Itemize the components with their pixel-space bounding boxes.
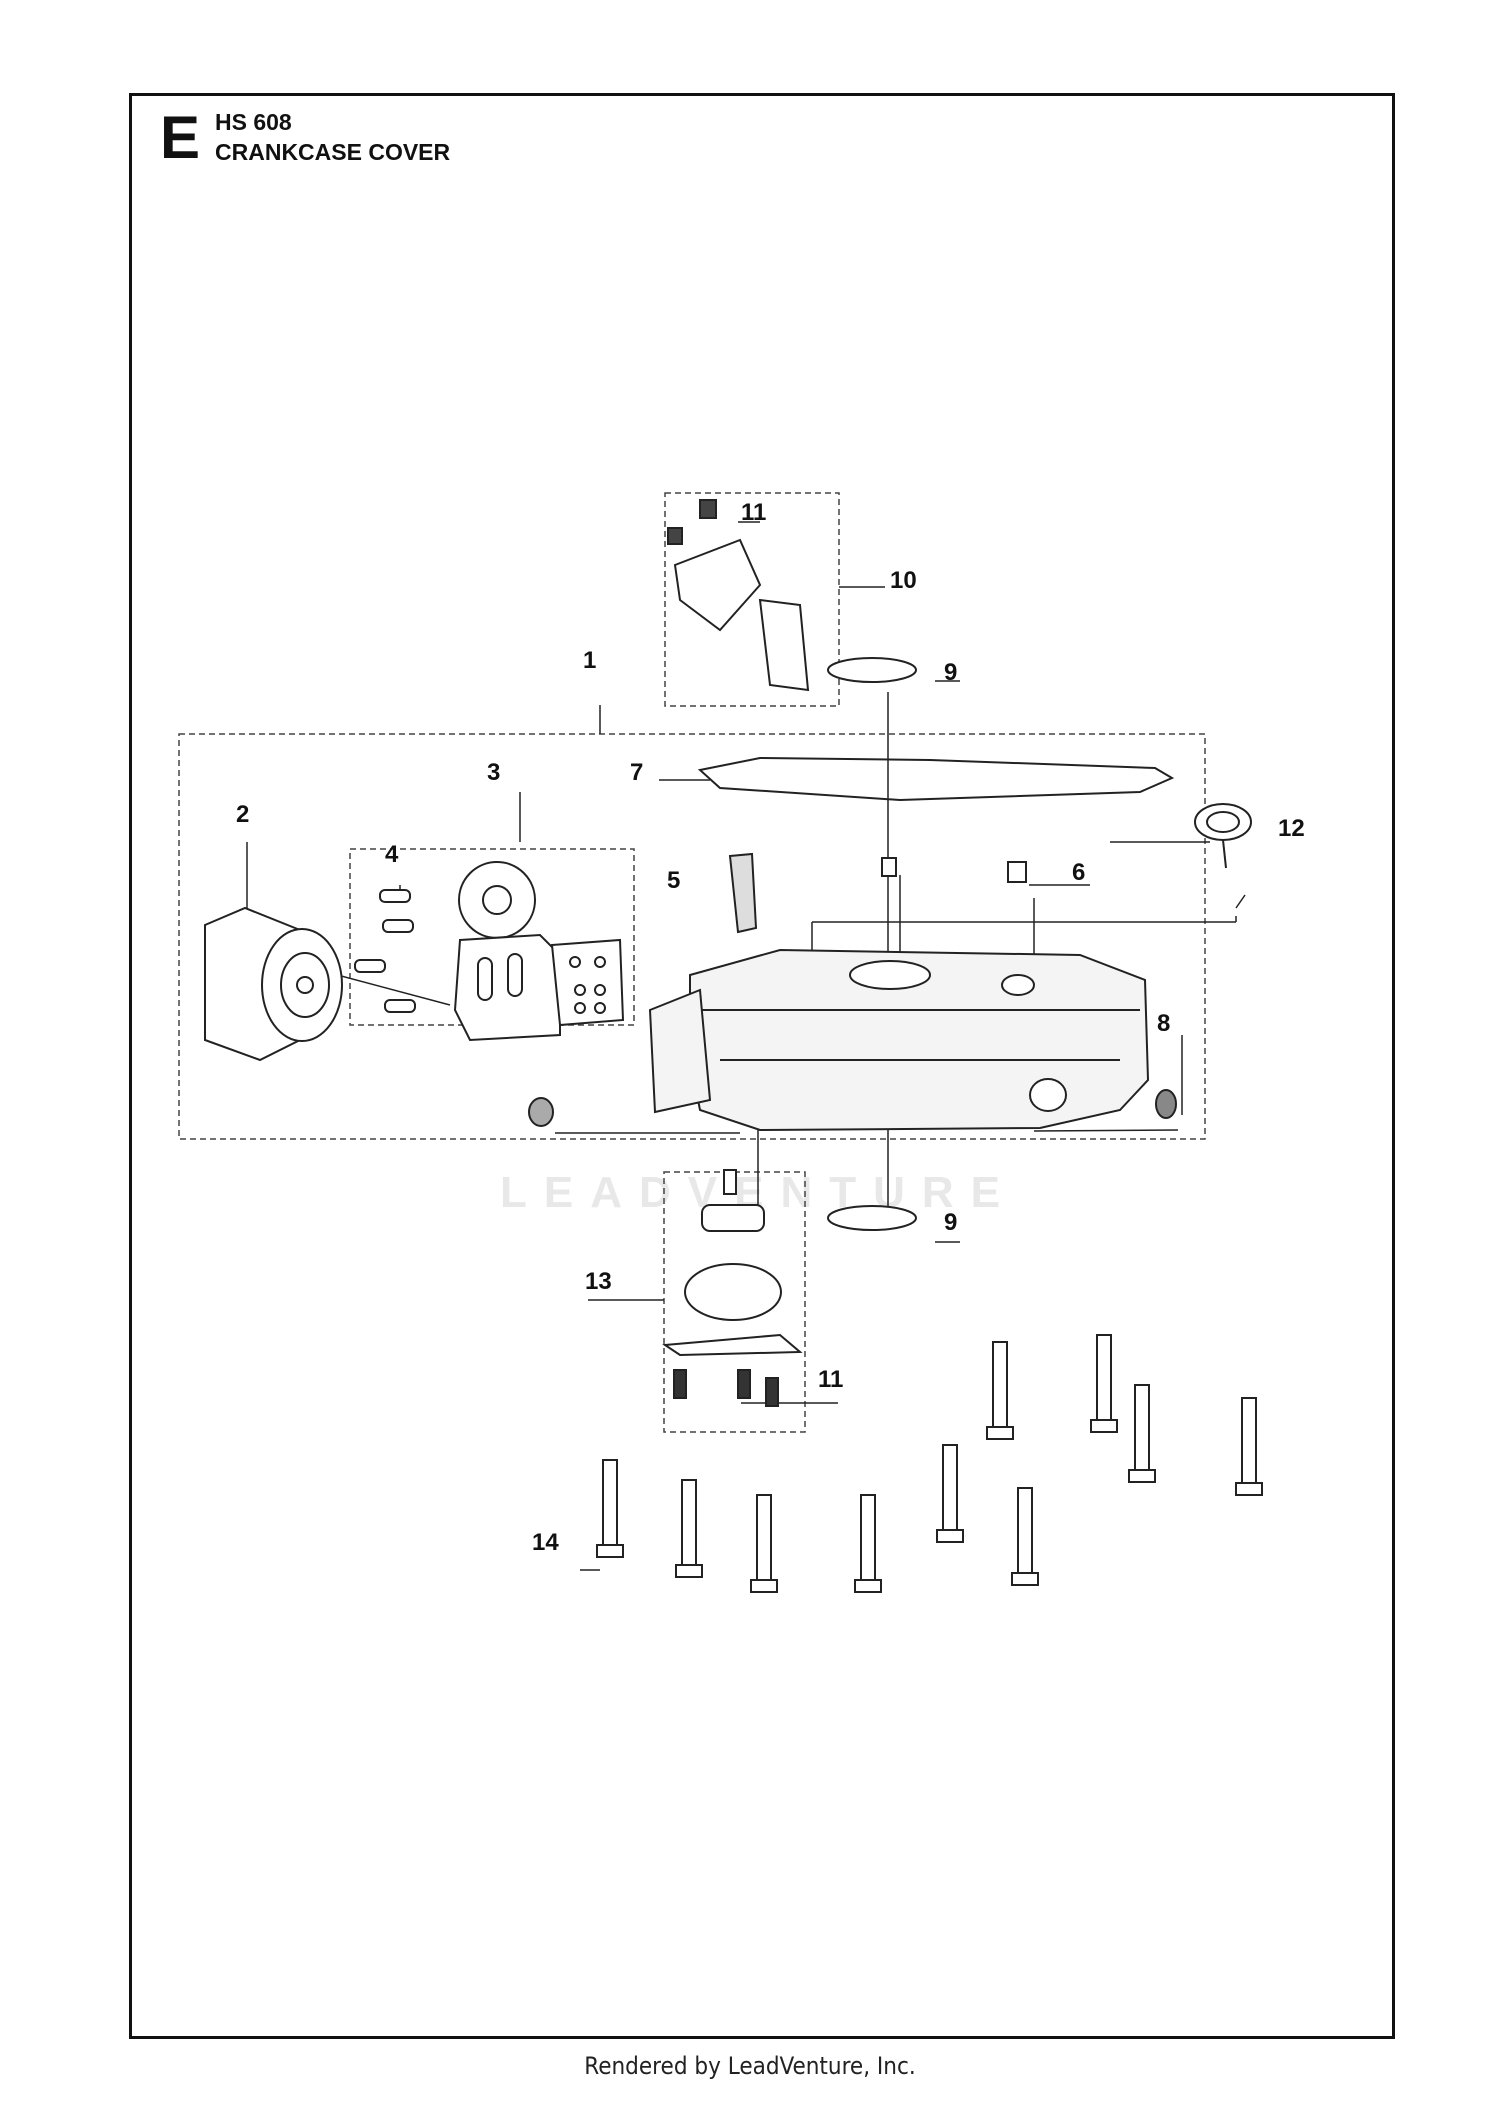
oil-filter-2	[204, 906, 343, 1062]
governor-gear-12	[1194, 803, 1252, 869]
callout-14: 14	[532, 1529, 559, 1556]
callout-9-bottom: 9	[944, 1209, 957, 1236]
callout-3: 3	[487, 759, 500, 786]
dowel-pins-6	[881, 857, 1027, 883]
callout-11-bottom: 11	[818, 1366, 843, 1393]
drain-plug-8	[528, 1089, 1177, 1127]
callout-5: 5	[667, 867, 680, 894]
callout-4: 4	[385, 841, 399, 868]
pump-screws-4	[354, 889, 416, 1013]
callout-7: 7	[630, 759, 643, 786]
group-box-1	[178, 733, 1206, 1140]
part-5	[728, 852, 758, 934]
model-name: HS 608	[215, 109, 292, 135]
group-box-10	[664, 492, 840, 707]
oil-pump-3	[453, 861, 625, 1042]
footer-credit: Rendered by LeadVenture, Inc.	[584, 2052, 916, 2080]
callout-6: 6	[1072, 859, 1085, 886]
callout-2: 2	[236, 801, 249, 828]
callout-8: 8	[1157, 1010, 1170, 1037]
section-letter: E	[160, 104, 201, 171]
gasket-7	[697, 756, 1175, 802]
callout-11-top: 11	[741, 499, 766, 526]
bolts-14	[596, 1334, 1263, 1593]
diagram-frame	[129, 93, 1395, 2039]
oil-screen-13	[662, 1169, 803, 1407]
callout-numbers: 1 2 3 4 5 6 7 8 9 9 10 11 11 12 13 14	[236, 499, 1305, 1556]
breather-assembly-10	[667, 499, 810, 692]
diagram-title: CRANKCASE COVER	[215, 139, 451, 165]
callout-13: 13	[585, 1268, 612, 1295]
crankcase-cover-1	[648, 948, 1150, 1132]
callout-10: 10	[890, 567, 917, 594]
oil-seals-9	[827, 657, 917, 1231]
callout-9-top: 9	[944, 659, 957, 686]
callout-1: 1	[583, 647, 596, 674]
callout-12: 12	[1278, 815, 1305, 842]
